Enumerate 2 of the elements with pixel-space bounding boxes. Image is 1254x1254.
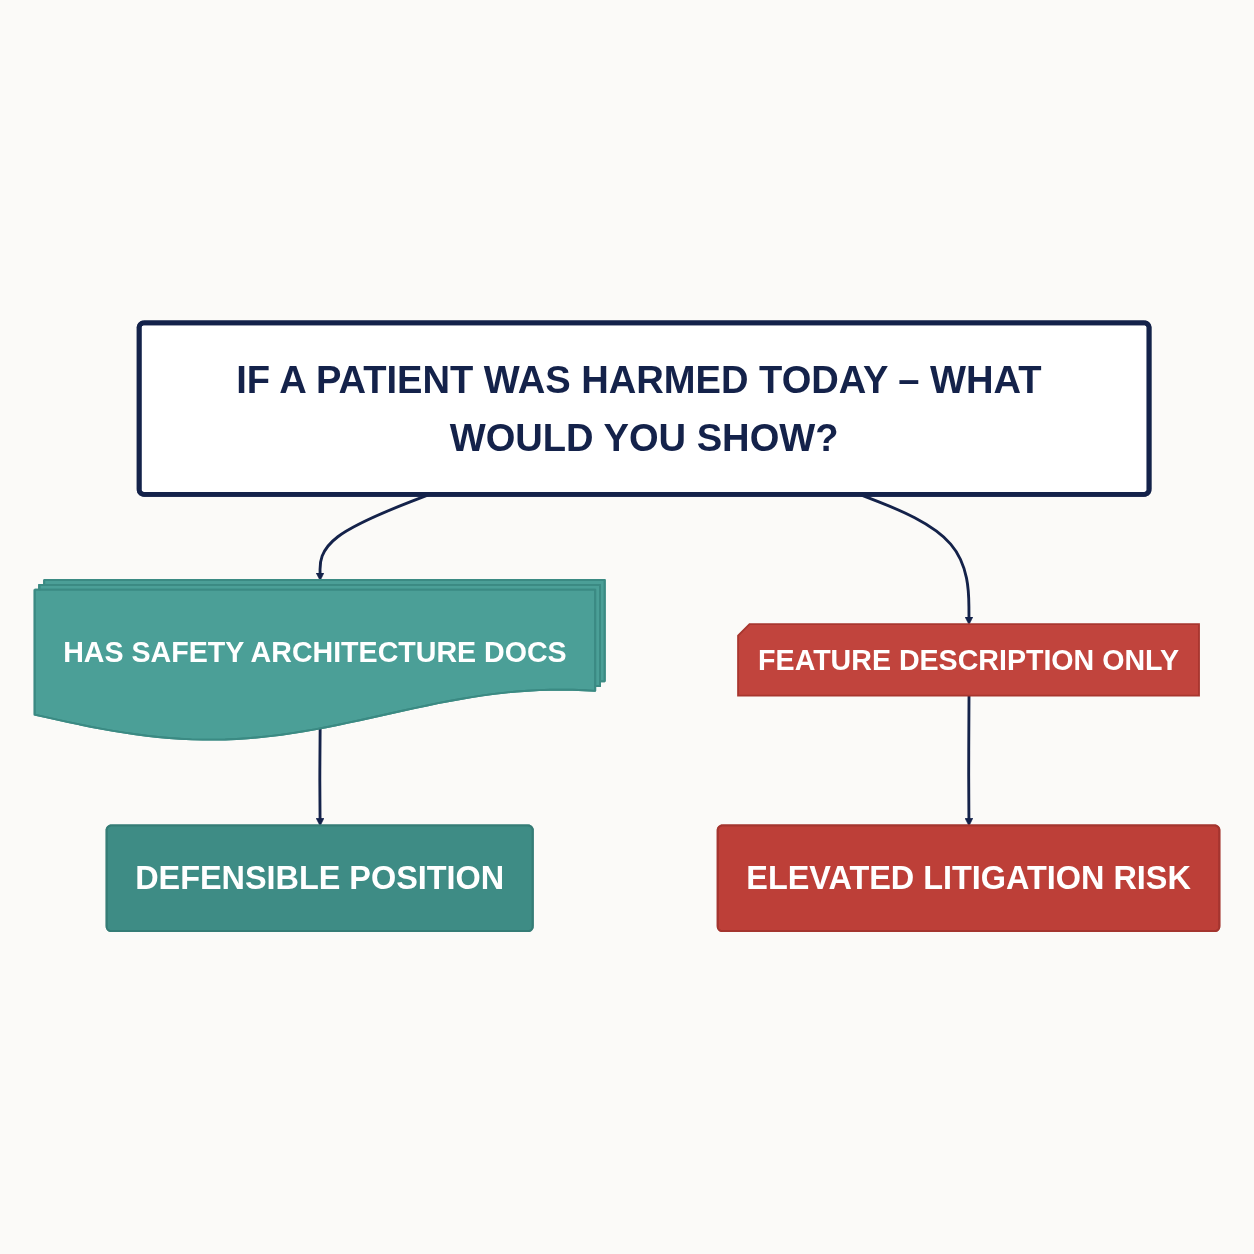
arrow (315, 728, 325, 827)
arrow (964, 696, 974, 827)
